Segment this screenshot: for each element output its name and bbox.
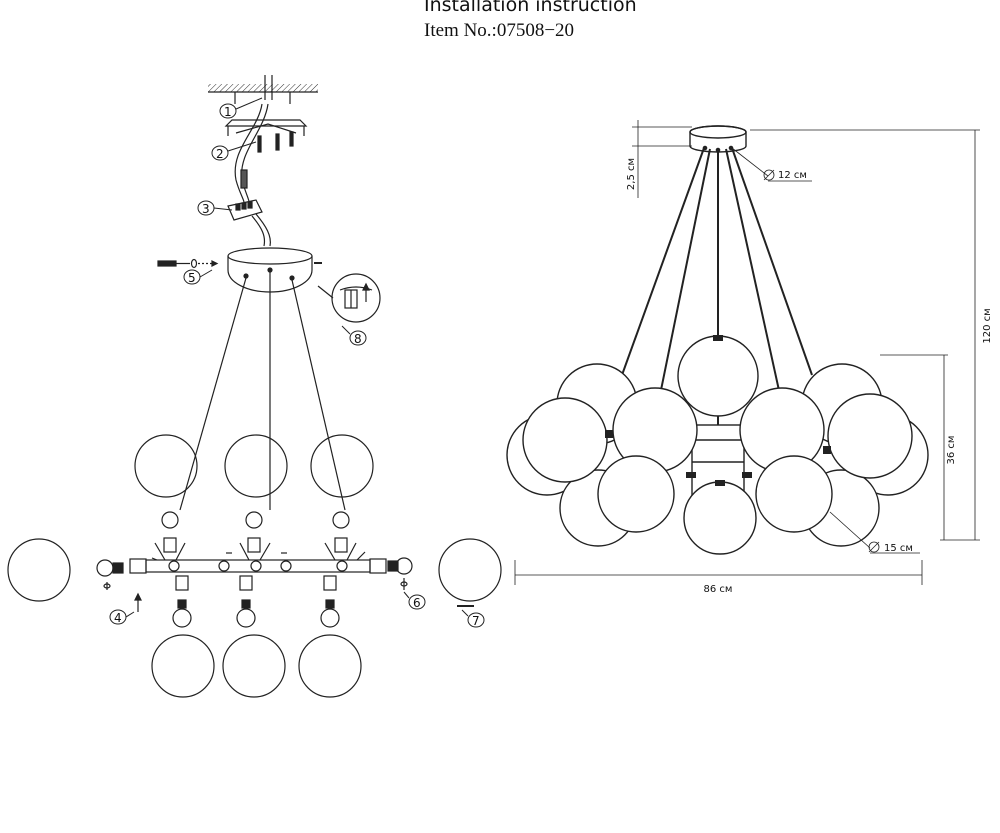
left-side-globe [7,538,71,602]
page-title: Installation instruction [424,0,637,16]
step-7-callout: 7 [461,609,485,628]
step-3-label: 3 [202,202,210,216]
exploded-view [7,75,502,698]
step-2-callout: 2 [211,141,257,161]
step-2-label: 2 [216,147,224,161]
step-4-callout: 4 [109,609,135,625]
globe-diameter-label: 15 см [884,543,913,554]
mounting-bracket [224,119,308,153]
screwdriver-icon [157,258,322,269]
item-number: Item No.:07508−20 [424,20,575,41]
assembled-view [506,125,929,555]
right-side-globe [438,538,502,602]
step-1-label: 1 [224,105,232,119]
terminal-block [227,199,271,247]
detail-circle [317,273,381,323]
lower-bulbs [172,575,340,628]
globe-cluster [506,335,929,555]
ceiling [208,75,318,104]
canopy [227,247,313,293]
total-height-label: 120 см [982,308,993,343]
up-arrow-icon [103,582,142,612]
cluster-height-label: 36 см [946,436,957,465]
step-7-label: 7 [472,614,480,628]
step-8-label: 8 [354,332,362,346]
step-5-label: 5 [188,271,196,285]
step-1-callout: 1 [219,97,263,119]
upper-bulbs [151,511,366,563]
step-6-callout: 6 [403,591,426,610]
step-callouts: 1 2 3 4 5 6 7 [109,97,485,628]
dimension-lines [514,120,980,585]
canopy-height-label: 2,5 см [626,158,637,190]
step-4-label: 4 [114,611,122,625]
globe-sockets [605,335,831,486]
main-bar [129,552,387,574]
screw-icon [400,578,408,590]
lower-globes [151,634,362,698]
width-label: 86 см [704,584,733,595]
step-5-callout: 5 [183,269,213,285]
step-3-callout: 3 [197,200,233,216]
side-bulbs [96,557,413,577]
step-8-callout: 8 [341,325,367,346]
step-6-label: 6 [413,596,421,610]
upper-globes [134,434,374,498]
canopy-diameter-label: 12 см [778,170,807,181]
